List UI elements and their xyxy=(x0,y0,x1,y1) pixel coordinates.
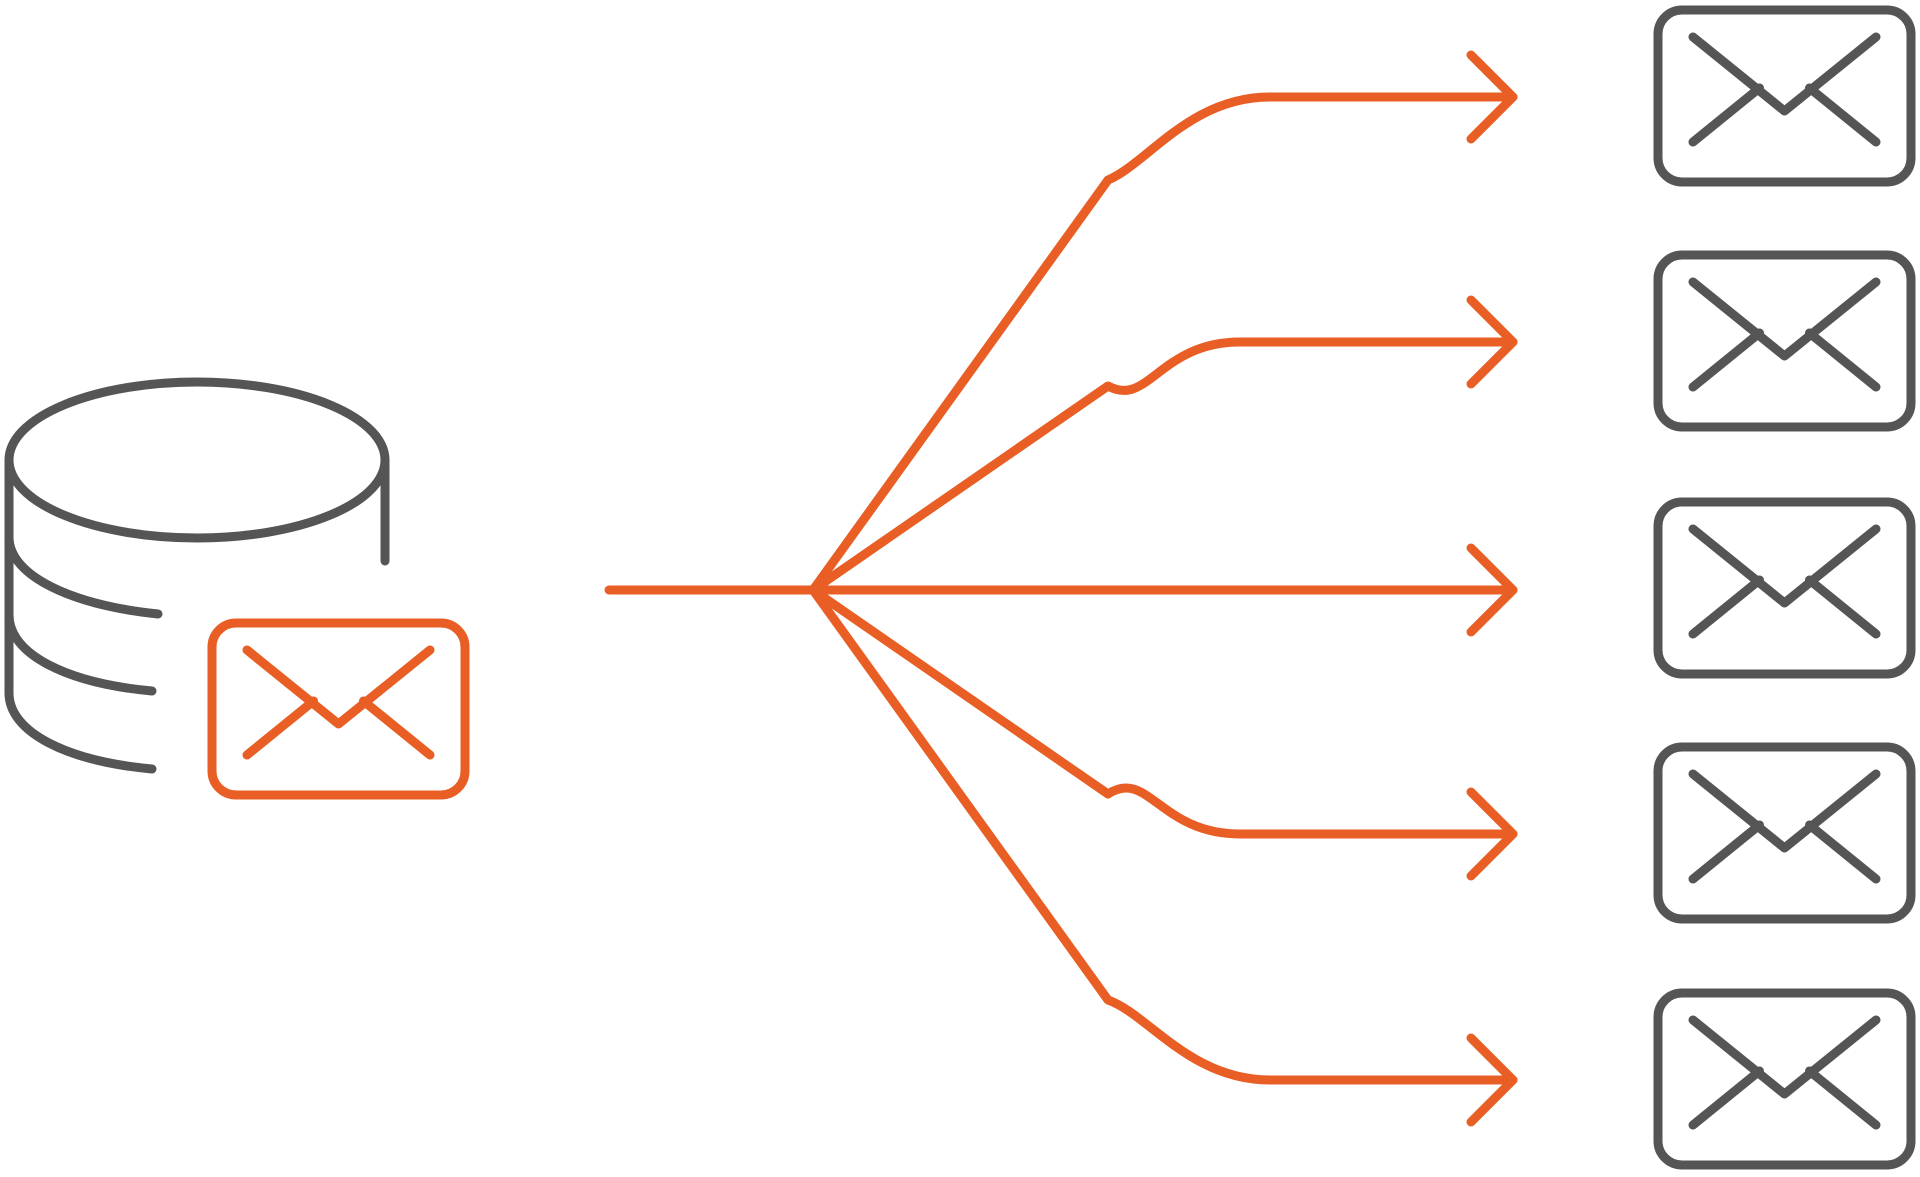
envelope-right-fold xyxy=(359,696,435,760)
envelope-left-fold xyxy=(1688,83,1764,147)
fan-out-arrows xyxy=(604,50,1518,1127)
arrowhead xyxy=(1466,1033,1518,1127)
arrowhead xyxy=(1466,787,1518,881)
arrowhead xyxy=(1466,543,1518,637)
envelope-icon xyxy=(1653,250,1916,432)
fan-out-branch xyxy=(808,92,1518,595)
envelope-right-fold xyxy=(1805,328,1881,392)
envelope-icon xyxy=(1653,742,1916,924)
arrowhead xyxy=(1466,295,1518,389)
envelope-body xyxy=(207,618,470,800)
envelope-flap xyxy=(1688,1015,1881,1099)
database-ring-3 xyxy=(4,688,157,774)
envelope-body xyxy=(1653,497,1916,679)
envelope-body xyxy=(1653,742,1916,924)
envelope-body xyxy=(1653,988,1916,1170)
envelope-icon xyxy=(1653,988,1916,1170)
envelope-body xyxy=(1653,250,1916,432)
source-envelope-icon xyxy=(207,618,470,800)
envelope-right-fold xyxy=(1805,820,1881,884)
envelope-icon xyxy=(207,618,470,800)
envelope-right-fold xyxy=(1805,575,1881,639)
database-ring-1 xyxy=(4,532,163,619)
database-icon xyxy=(4,377,390,774)
envelope-flap xyxy=(242,645,435,729)
envelope-icon xyxy=(1653,5,1916,187)
envelope-left-fold xyxy=(1688,1066,1764,1130)
envelope-flap xyxy=(1688,769,1881,853)
envelope-icon xyxy=(1653,497,1916,679)
envelope-left-fold xyxy=(1688,820,1764,884)
fan-out-branch xyxy=(808,585,1518,1085)
envelope-flap xyxy=(1688,277,1881,361)
envelope-right-fold xyxy=(1805,83,1881,147)
database-top-ellipse xyxy=(4,377,390,543)
database-ring-2 xyxy=(4,610,157,696)
arrowhead xyxy=(1466,50,1518,144)
envelope-flap xyxy=(1688,524,1881,608)
envelope-left-fold xyxy=(242,696,318,760)
fan-out-branch xyxy=(808,337,1518,595)
envelope-left-fold xyxy=(1688,328,1764,392)
recipient-envelopes xyxy=(1653,5,1916,1170)
fan-out-branch xyxy=(808,585,1518,839)
envelope-right-fold xyxy=(1805,1066,1881,1130)
envelope-flap xyxy=(1688,32,1881,116)
envelope-body xyxy=(1653,5,1916,187)
envelope-left-fold xyxy=(1688,575,1764,639)
